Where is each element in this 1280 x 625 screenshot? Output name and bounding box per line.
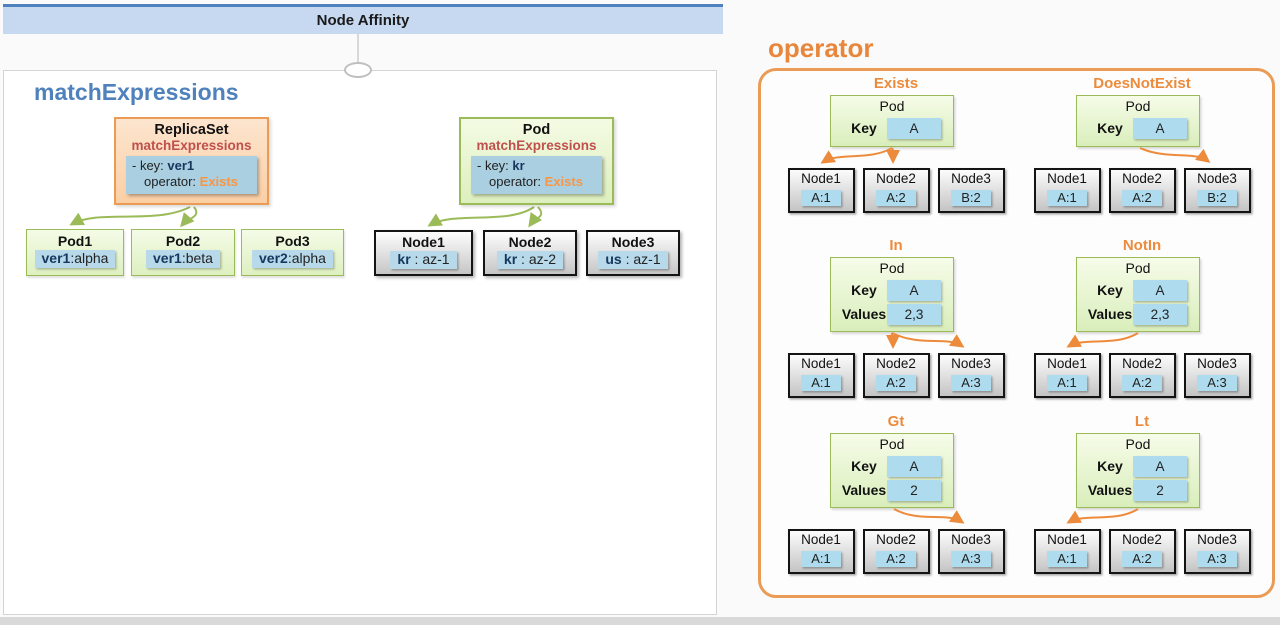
pod3-box: Pod3 ver2:alpha xyxy=(241,229,344,276)
bottom-strip xyxy=(0,617,1280,625)
pod1-box: Pod1 ver1:alpha xyxy=(26,229,124,276)
expression-operator-line: operator: Exists xyxy=(144,174,238,189)
pod-match-title: Pod xyxy=(522,122,551,138)
expression-key-line: - key: ver1 xyxy=(132,158,195,173)
connector-line xyxy=(357,34,359,64)
orange-arrows xyxy=(820,147,901,164)
expression-key-line: - key: kr xyxy=(477,158,525,173)
section-label: Gt xyxy=(887,413,905,430)
orange-arrows xyxy=(1066,332,1139,348)
match-expressions-heading: matchExpressions xyxy=(34,79,239,105)
node3-box: Node3 us : az-1 xyxy=(586,230,680,276)
section-label: Lt xyxy=(1134,413,1150,430)
orange-arrows xyxy=(1066,508,1139,524)
pod-match-subtitle: matchExpressions xyxy=(476,138,597,153)
section-label: Exists xyxy=(873,75,919,92)
orange-arrows xyxy=(893,508,965,524)
orange-arrows xyxy=(1139,147,1211,163)
section-label: DoesNotExist xyxy=(1093,75,1191,92)
match-expressions-panel: matchExpressions ReplicaSet matchExpress… xyxy=(3,70,717,615)
title-bar: Node Affinity xyxy=(3,4,723,34)
pod2-label-chip: ver1:beta xyxy=(146,250,220,268)
node1-label-chip: kr : az-1 xyxy=(390,251,457,269)
replicaset-box: ReplicaSet matchExpressions - key: ver1 … xyxy=(114,117,269,205)
operator-heading: operator xyxy=(768,33,874,63)
pod-expression-chip: - key: kr operator: Exists xyxy=(471,156,602,194)
orange-arrows xyxy=(885,332,965,349)
node2-label-chip: kr : az-2 xyxy=(496,251,564,269)
node3-label-chip: us : az-1 xyxy=(598,251,668,269)
section-label: NotIn xyxy=(1122,237,1162,254)
pod1-label-chip: ver1:alpha xyxy=(34,250,116,268)
replicaset-title: ReplicaSet xyxy=(154,122,229,138)
pod3-label-chip: ver2:alpha xyxy=(252,250,333,268)
page-title: Node Affinity xyxy=(316,12,410,29)
pod2-box: Pod2 ver1:beta xyxy=(131,229,235,276)
replicaset-expression-chip: - key: ver1 operator: Exists xyxy=(126,156,257,194)
section-label: In xyxy=(889,237,903,254)
replicaset-subtitle: matchExpressions xyxy=(131,138,252,153)
node2-box: Node2 kr : az-2 xyxy=(483,230,577,276)
connector-ellipse xyxy=(344,62,372,78)
expression-operator-line: operator: Exists xyxy=(489,174,583,189)
pod-match-box: Pod matchExpressions - key: kr operator:… xyxy=(459,117,614,205)
node1-box: Node1 kr : az-1 xyxy=(374,230,473,276)
